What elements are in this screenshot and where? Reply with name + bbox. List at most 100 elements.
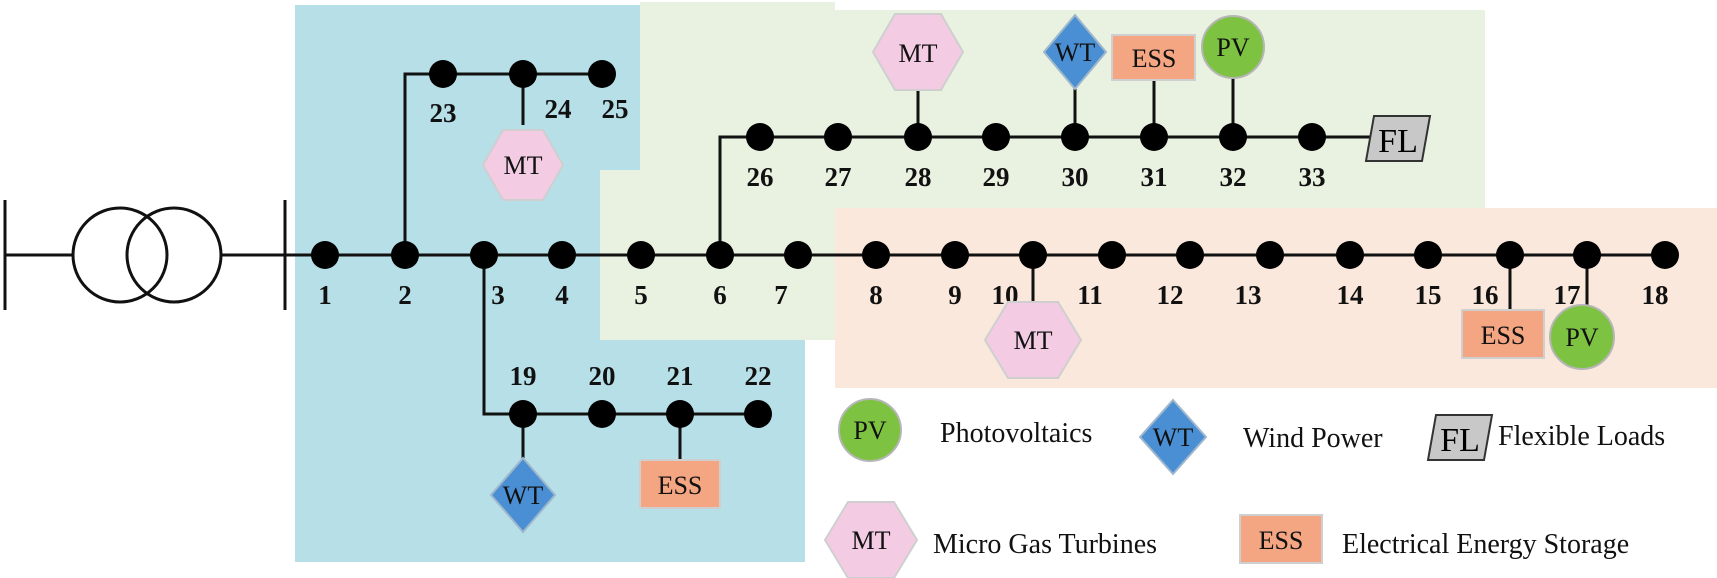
wt-diamond-icon xyxy=(489,456,557,534)
bus-node-17[interactable] xyxy=(1573,241,1601,269)
bus-node-30[interactable] xyxy=(1061,123,1089,151)
bus-node-25[interactable] xyxy=(588,60,616,88)
ess-box-icon xyxy=(639,459,721,509)
wt-legend-label: Wind Power xyxy=(1243,423,1383,454)
bus-node-32[interactable] xyxy=(1219,123,1247,151)
wt-device-bus-30[interactable]: WT xyxy=(1042,13,1108,91)
pv-device-label: PV xyxy=(1216,33,1249,62)
wt-legend-symbol-label: WT xyxy=(1153,423,1194,452)
bus-label-28: 28 xyxy=(905,162,932,192)
fl-device-bus-33[interactable]: FL xyxy=(1364,115,1432,162)
wt-device-label: WT xyxy=(503,481,544,510)
bus-labels: 1 2 3 4 5 6 7 8 9 10 11 12 13 14 15 16 1… xyxy=(318,94,1668,391)
mt-legend-icon xyxy=(823,501,919,578)
bus-label-31: 31 xyxy=(1141,162,1168,192)
legend-item-wt: WT Wind Power xyxy=(1138,398,1383,476)
bus-node-16[interactable] xyxy=(1496,241,1524,269)
bus-node-1[interactable] xyxy=(311,241,339,269)
bus-node-2[interactable] xyxy=(391,241,419,269)
wt-device-bus-19[interactable]: WT xyxy=(489,456,557,534)
bus-node-7[interactable] xyxy=(784,241,812,269)
pv-device-bus-32[interactable]: PV xyxy=(1201,15,1265,79)
bus-node-15[interactable] xyxy=(1414,241,1442,269)
bus-label-33: 33 xyxy=(1299,162,1326,192)
mt-device-bus-24[interactable]: MT xyxy=(481,129,565,201)
bus-node-20[interactable] xyxy=(588,400,616,428)
transformer-winding-left xyxy=(71,206,169,304)
mt-hexagon-icon xyxy=(871,13,965,91)
bus-label-18: 18 xyxy=(1642,280,1669,310)
bus-node-4[interactable] xyxy=(548,241,576,269)
bus-node-21[interactable] xyxy=(666,400,694,428)
legend-item-fl: FL Flexible Loads xyxy=(1426,414,1665,461)
bus-node-27[interactable] xyxy=(824,123,852,151)
mt-hexagon-icon xyxy=(481,129,565,201)
bus-node-11[interactable] xyxy=(1098,241,1126,269)
ess-device-bus-16[interactable]: ESS xyxy=(1461,309,1545,359)
bus-label-9: 9 xyxy=(948,280,962,310)
bus-label-27: 27 xyxy=(825,162,852,192)
bus-label-3: 3 xyxy=(491,280,505,310)
ess-legend-symbol-label: ESS xyxy=(1259,526,1304,555)
ess-device-label: ESS xyxy=(1132,44,1177,73)
mt-device-label: MT xyxy=(504,151,543,180)
wt-diamond-icon xyxy=(1042,13,1108,91)
bus-label-15: 15 xyxy=(1415,280,1442,310)
bus-node-19[interactable] xyxy=(509,400,537,428)
bus-label-12: 12 xyxy=(1157,280,1184,310)
network-devices: MT MT WT ESS PV FL MT xyxy=(481,13,1615,534)
bus-node-22[interactable] xyxy=(744,400,772,428)
bus-label-30: 30 xyxy=(1062,162,1089,192)
pv-circle-icon xyxy=(1201,15,1265,79)
bus-label-23: 23 xyxy=(430,98,457,128)
bus-node-14[interactable] xyxy=(1336,241,1364,269)
fl-device-label: FL xyxy=(1378,123,1418,160)
pv-device-bus-17[interactable]: PV xyxy=(1549,304,1615,370)
bus-label-25: 25 xyxy=(602,94,629,124)
pv-legend-label: Photovoltaics xyxy=(940,418,1092,449)
bus-node-18[interactable] xyxy=(1651,241,1679,269)
bus-node-3[interactable] xyxy=(470,241,498,269)
bus-label-21: 21 xyxy=(667,361,694,391)
bus-label-32: 32 xyxy=(1220,162,1247,192)
mt-device-bus-10[interactable]: MT xyxy=(983,301,1083,379)
mt-device-label: MT xyxy=(1014,326,1053,355)
transformer xyxy=(3,200,287,310)
bus-label-24: 24 xyxy=(545,94,572,124)
ess-device-label: ESS xyxy=(1481,321,1526,350)
ess-device-bus-31[interactable]: ESS xyxy=(1111,34,1196,81)
fl-parallelogram-icon xyxy=(1364,115,1432,162)
bus-node-12[interactable] xyxy=(1176,241,1204,269)
bus-node-29[interactable] xyxy=(982,123,1010,151)
bus-label-8: 8 xyxy=(869,280,883,310)
bus-node-10[interactable] xyxy=(1019,241,1047,269)
bus-node-9[interactable] xyxy=(941,241,969,269)
bus-label-20: 20 xyxy=(589,361,616,391)
legend-item-ess: ESS Electrical Energy Storage xyxy=(1239,514,1629,564)
bus-node-8[interactable] xyxy=(862,241,890,269)
bus-node-13[interactable] xyxy=(1256,241,1284,269)
bus-node-33[interactable] xyxy=(1298,123,1326,151)
ess-device-bus-21[interactable]: ESS xyxy=(639,459,721,509)
wt-device-label: WT xyxy=(1055,38,1096,67)
bus-node-6[interactable] xyxy=(706,241,734,269)
bus-label-2: 2 xyxy=(398,280,412,310)
ess-box-icon xyxy=(1111,34,1196,81)
legend-item-mt: MT Micro Gas Turbines xyxy=(823,501,1157,578)
bus-node-5[interactable] xyxy=(627,241,655,269)
bus-node-24[interactable] xyxy=(509,60,537,88)
bus-label-4: 4 xyxy=(555,280,569,310)
bus-node-28[interactable] xyxy=(904,123,932,151)
bus-node-26[interactable] xyxy=(746,123,774,151)
wt-legend-icon xyxy=(1138,398,1208,476)
bus-node-23[interactable] xyxy=(429,60,457,88)
bus-label-1: 1 xyxy=(318,280,332,310)
mt-device-bus-28[interactable]: MT xyxy=(871,13,965,91)
transformer-winding-right xyxy=(125,206,223,304)
bus-node-31[interactable] xyxy=(1140,123,1168,151)
fl-legend-symbol-label: FL xyxy=(1440,422,1480,459)
bus-label-13: 13 xyxy=(1235,280,1262,310)
bus-label-11: 11 xyxy=(1077,280,1103,310)
mt-legend-label: Micro Gas Turbines xyxy=(933,529,1157,560)
